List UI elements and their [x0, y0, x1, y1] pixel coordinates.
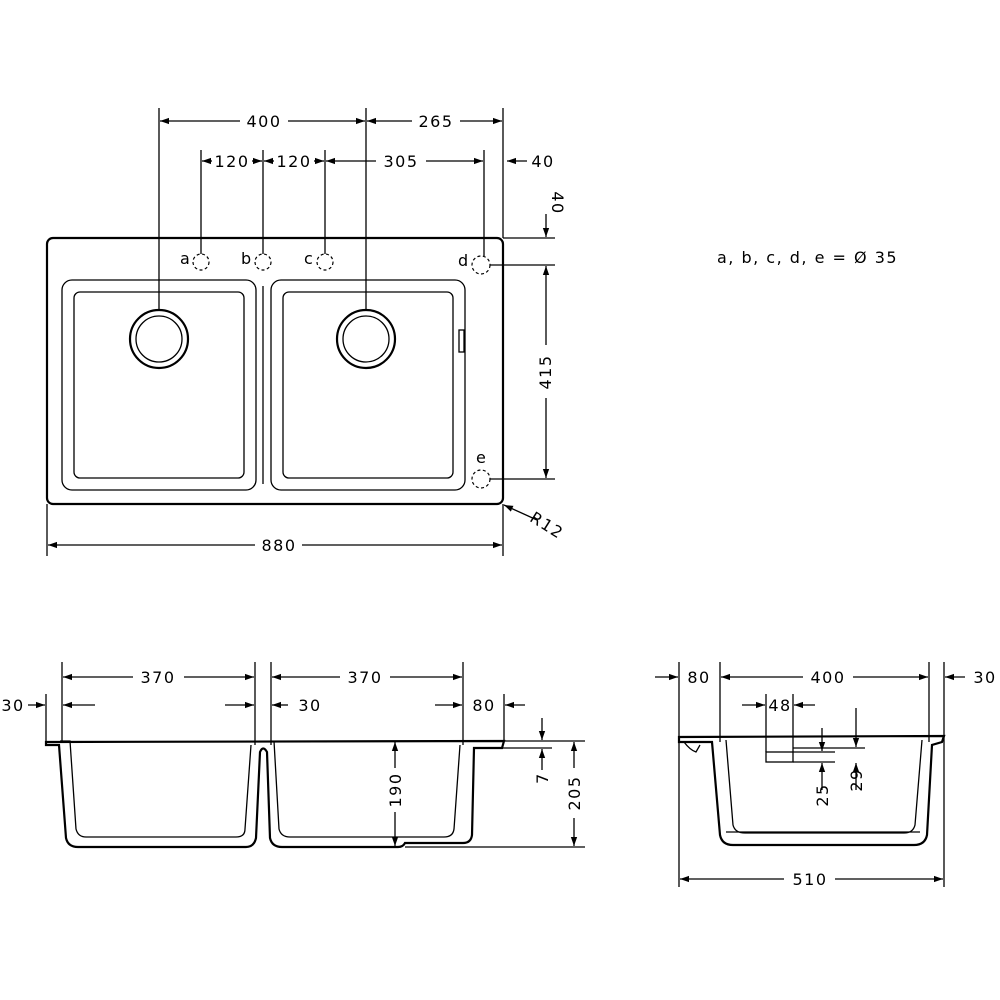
tap-hole-c [316, 253, 334, 271]
left-bowl-outer [61, 279, 257, 491]
dim-40-horizontal: 40 [531, 152, 554, 171]
dim-205: 205 [565, 775, 584, 810]
side-view: 80 400 30 48 25 29 510 [655, 662, 996, 889]
front-view: 370 370 30 80 30 7 190 205 [1, 662, 585, 849]
hole-label-a: a [180, 249, 191, 268]
dim-400: 400 [246, 112, 281, 131]
dim-25: 25 [813, 783, 832, 806]
left-bowl-inner [73, 291, 245, 479]
right-bowl-outer [270, 279, 466, 491]
dim-80-side: 80 [687, 668, 710, 687]
tap-hole-d [471, 255, 491, 275]
hole-label-d: d [458, 251, 470, 270]
dim-r12: R12 [527, 508, 568, 543]
hole-label-c: c [304, 249, 314, 268]
dim-880: 880 [261, 536, 296, 555]
right-bowl-inner [282, 291, 454, 479]
hole-label-e: e [476, 448, 487, 467]
front-profile-outer [44, 739, 506, 849]
dim-190: 190 [386, 772, 405, 807]
sink-outline [45, 236, 505, 506]
dim-30-front-left: 30 [1, 696, 24, 715]
dim-7: 7 [533, 772, 552, 784]
dim-370-left: 370 [140, 668, 175, 687]
dim-40-vertical: 40 [548, 191, 567, 214]
dim-510: 510 [792, 870, 827, 889]
side-profile-inner [725, 739, 923, 834]
dim-415: 415 [536, 354, 555, 389]
front-profile-inner [60, 740, 252, 838]
dim-48: 48 [768, 696, 791, 715]
hole-label-b: b [241, 249, 253, 268]
top-view: a b c d e 400 265 120 120 305 [45, 108, 568, 556]
side-profile-outer [677, 734, 946, 847]
hole-diameter-note: a, b, c, d, e = Ø 35 [717, 248, 898, 267]
dim-305: 305 [383, 152, 418, 171]
dim-265: 265 [418, 112, 453, 131]
dim-30-side: 30 [973, 668, 996, 687]
drain-left [128, 308, 190, 370]
dim-30-front-mid: 30 [298, 696, 321, 715]
tap-hole-b [254, 253, 272, 271]
dim-80-front: 80 [472, 696, 495, 715]
dim-29: 29 [847, 768, 866, 791]
dim-400-side: 400 [810, 668, 845, 687]
dim-120-b: 120 [276, 152, 311, 171]
dim-370-right: 370 [347, 668, 382, 687]
overflow-slot [765, 751, 794, 763]
dim-120-a: 120 [214, 152, 249, 171]
tap-hole-a [192, 253, 210, 271]
drain-right [335, 308, 397, 370]
tap-hole-e [471, 469, 491, 489]
